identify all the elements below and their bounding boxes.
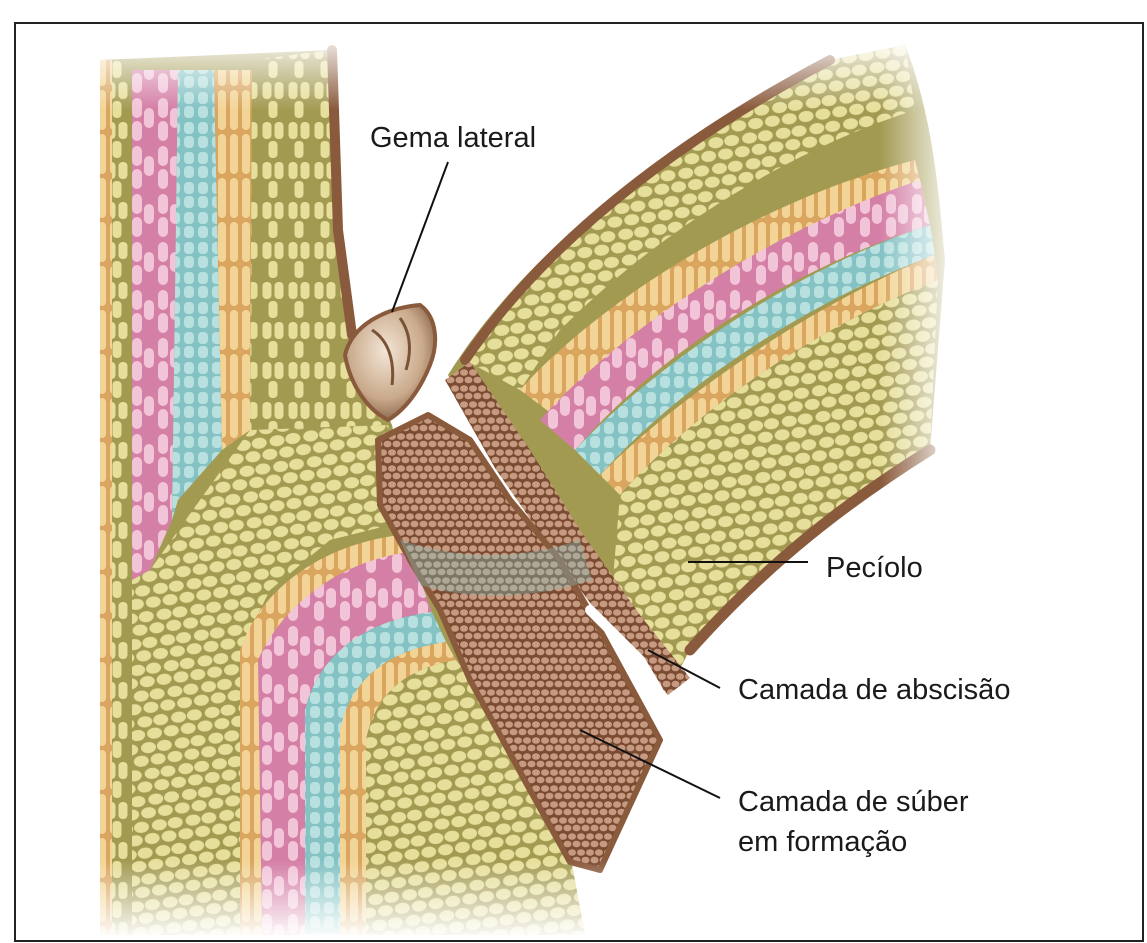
- label-cork-layer-line1: Camada de súber: [738, 784, 969, 820]
- label-cork-layer-line2: em formação: [738, 824, 907, 860]
- stem-phloem-left: [132, 70, 178, 580]
- label-abscission-layer: Camada de abscisão: [738, 672, 1010, 708]
- stem-cambium-left: [172, 70, 222, 520]
- label-lateral-bud: Gema lateral: [370, 120, 536, 156]
- label-petiole: Pecíolo: [826, 550, 923, 586]
- fade-bottom: [60, 860, 660, 940]
- leader-line-lateral-bud: [392, 162, 448, 312]
- stem-outer-orange-left: [100, 60, 112, 935]
- fade-right: [880, 40, 960, 490]
